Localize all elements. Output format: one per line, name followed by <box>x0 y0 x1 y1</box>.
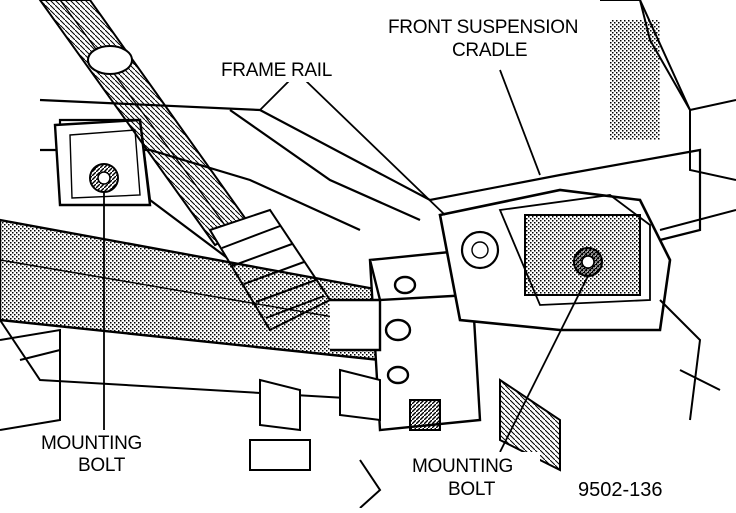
label-bg-fig <box>575 476 683 502</box>
label-mounting-bolt-left-line2: BOLT <box>78 455 126 476</box>
label-bg-left-bolt <box>38 430 168 476</box>
crossmember <box>0 218 382 401</box>
left-mount <box>53 118 152 207</box>
center-bracket <box>330 248 482 432</box>
figure-number: 9502-136 <box>578 479 663 501</box>
label-bg-front <box>385 14 595 62</box>
right-bolt-leader <box>499 275 589 453</box>
cradle-housing <box>438 188 672 332</box>
label-mounting-bolt-right-line2: BOLT <box>448 479 496 500</box>
label-front-suspension-line2: CRADLE <box>452 40 527 61</box>
leader-lines <box>103 69 589 453</box>
label-mounting-bolt-left-line1: MOUNTING <box>41 433 142 454</box>
right-mount-bolt <box>573 247 603 277</box>
label-bg-frame <box>218 58 336 82</box>
frame-rail-leader-2 <box>259 79 291 111</box>
body-panel <box>600 0 736 231</box>
lower-components <box>0 299 721 509</box>
label-frame-rail: FRAME RAIL <box>221 60 332 81</box>
label-front-suspension-line1: FRONT SUSPENSION <box>388 17 578 38</box>
label-bg-right-bolt <box>408 452 540 500</box>
frame-rail-leader-1 <box>304 79 446 216</box>
label-mounting-bolt-right-line1: MOUNTING <box>412 456 513 477</box>
front-suspension-leader <box>499 69 541 176</box>
